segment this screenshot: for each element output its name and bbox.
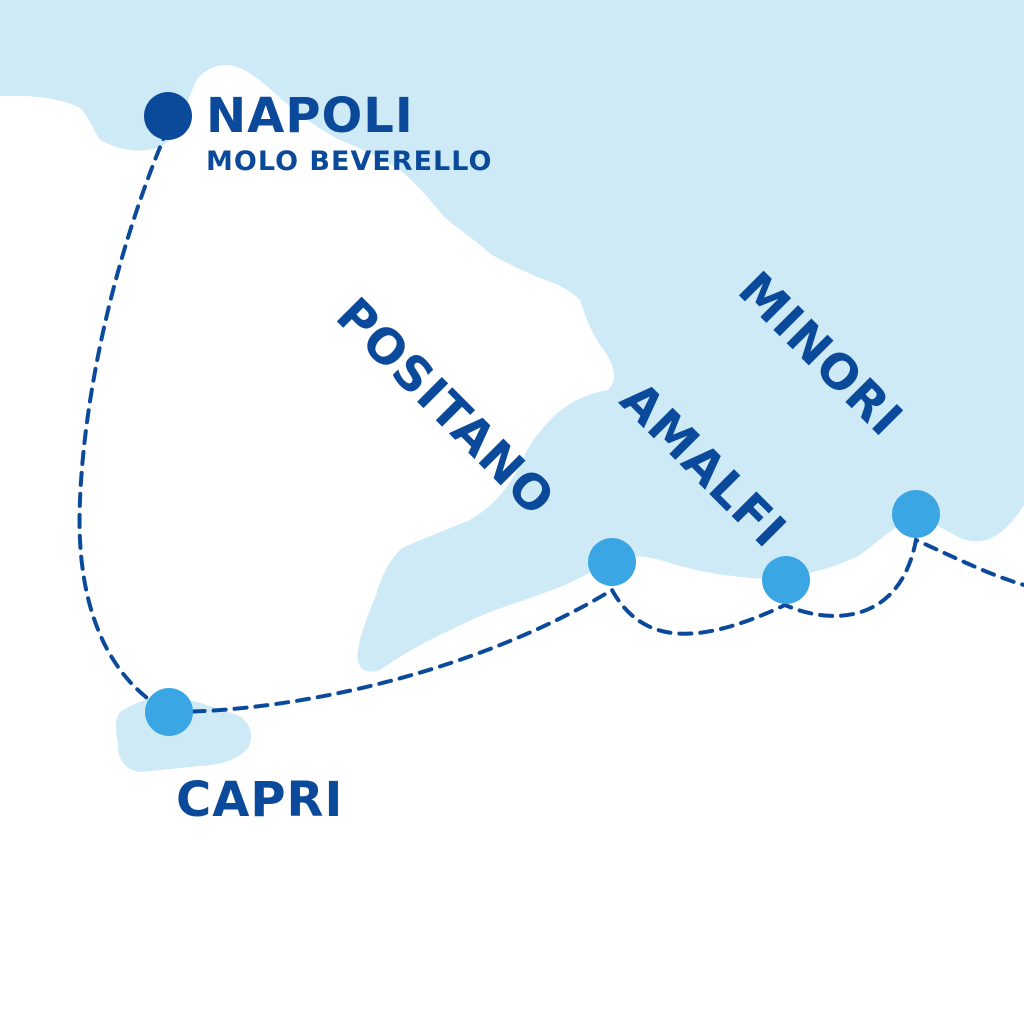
amalfi-port-dot[interactable] [762,556,810,604]
napoli-port-dot[interactable] [144,92,192,140]
molo-beverello-label: MOLO BEVERELLO [206,146,493,177]
ferry-route-line [77,126,1024,715]
positano-port-dot[interactable] [588,538,636,586]
capri-label: CAPRI [176,772,344,828]
capri-port-dot[interactable] [145,688,193,736]
bay-of-naples-water [0,0,1024,672]
minori-port-dot[interactable] [892,490,940,538]
napoli-label: NAPOLI [206,88,414,144]
